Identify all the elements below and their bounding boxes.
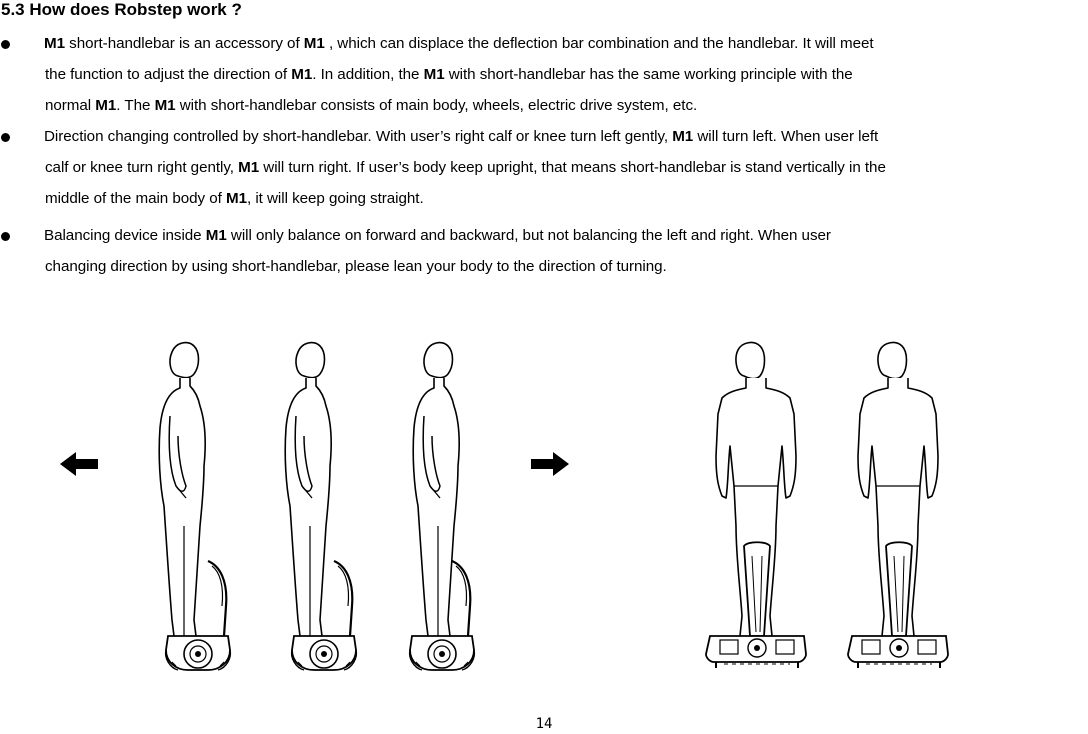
front-view-figure-2 xyxy=(847,341,949,669)
bullet-1-line-2: the function to adjust the direction of … xyxy=(45,66,853,83)
text-segment: Direction changing controlled by short-h… xyxy=(44,128,673,145)
arrow-right-icon xyxy=(531,452,569,476)
model-name: M1 xyxy=(672,128,694,145)
text-segment: normal xyxy=(45,97,96,114)
text-segment: changing direction by using short-handle… xyxy=(45,258,667,275)
bullet-2-line-3: middle of the main body of M1, it will k… xyxy=(45,190,424,207)
model-name: M1 xyxy=(303,35,325,52)
text-segment: , it will keep going straight. xyxy=(247,190,424,207)
text-segment: will turn left. When user left xyxy=(693,128,879,145)
text-segment: Balancing device inside xyxy=(44,227,206,244)
side-view-figure-3 xyxy=(408,341,476,672)
text-segment: short-handlebar is an accessory of xyxy=(65,35,304,52)
side-view-figure-2 xyxy=(284,341,358,672)
text-segment: will turn right. If user’s body keep upr… xyxy=(259,159,886,176)
text-segment: calf or knee turn right gently, xyxy=(45,159,239,176)
bullet-2-line-2: calf or knee turn right gently, M1 will … xyxy=(45,159,886,176)
model-name: M1 xyxy=(154,97,176,114)
model-name: M1 xyxy=(238,159,260,176)
text-segment: will only balance on forward and backwar… xyxy=(226,227,831,244)
robstep-illustrations xyxy=(60,341,949,672)
text-segment: with short-handlebar consists of main bo… xyxy=(175,97,698,114)
text-segment: . In addition, the xyxy=(312,66,424,83)
model-name: M1 xyxy=(205,227,227,244)
bullet-2-line-1: Direction changing controlled by short-h… xyxy=(44,128,878,145)
text-segment: , which can displace the deflection bar … xyxy=(324,35,874,52)
model-name: M1 xyxy=(291,66,313,83)
text-segment: with short-handlebar has the same workin… xyxy=(444,66,853,83)
page-number: 14 xyxy=(535,716,553,732)
model-name: M1 xyxy=(95,97,117,114)
section-heading: 5.3 How does Robstep work ? xyxy=(1,0,242,19)
bullet-1-line-3: normal M1. The M1 with short-handlebar c… xyxy=(45,97,697,114)
bullet-icon xyxy=(1,40,10,49)
bullet-icon xyxy=(1,232,10,241)
side-view-figure-1 xyxy=(158,341,232,672)
bullet-1-line-1: M1 short-handlebar is an accessory of M1… xyxy=(44,35,874,52)
model-name: M1 xyxy=(226,190,248,207)
bullet-3-line-2: changing direction by using short-handle… xyxy=(45,258,667,275)
text-segment: middle of the main body of xyxy=(45,190,227,207)
bullet-icon xyxy=(1,133,10,142)
model-name: M1 xyxy=(423,66,445,83)
text-segment: . The xyxy=(116,97,155,114)
front-view-figure-1 xyxy=(705,341,807,669)
text-segment: the function to adjust the direction of xyxy=(45,66,292,83)
bullet-3-line-1: Balancing device inside M1 will only bal… xyxy=(44,227,831,244)
arrow-left-icon xyxy=(60,452,98,476)
model-name: M1 xyxy=(44,35,65,52)
